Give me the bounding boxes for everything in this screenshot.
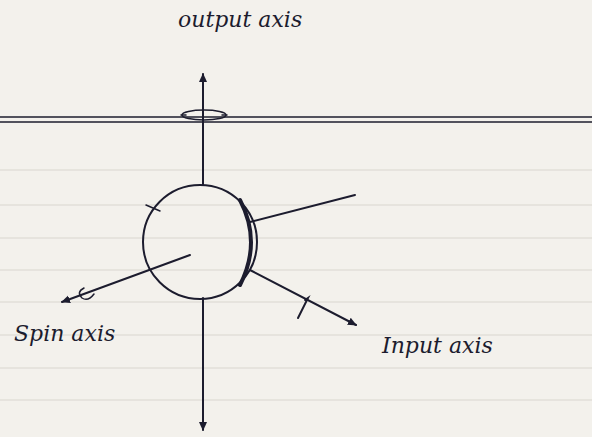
axis-label: output axis bbox=[178, 8, 302, 32]
rule-line bbox=[0, 121, 592, 123]
ruled-lines bbox=[0, 170, 592, 400]
spin-axis-line bbox=[62, 255, 190, 302]
rotor-shading bbox=[240, 200, 251, 285]
spin-arrow bbox=[79, 288, 94, 299]
axis-line bbox=[250, 195, 355, 222]
output-axis-line bbox=[202, 74, 204, 185]
rule-line bbox=[0, 116, 592, 118]
tick-mark bbox=[146, 205, 160, 211]
torque-arrow bbox=[298, 298, 308, 318]
rotation-arrow bbox=[182, 110, 226, 120]
axis-label: Input axis bbox=[382, 334, 493, 358]
rotation-arrow-heads bbox=[181, 114, 227, 116]
input-axis-line bbox=[250, 270, 356, 325]
axis-label: Spin axis bbox=[14, 322, 115, 346]
gyro-rotor bbox=[143, 185, 257, 299]
axis-line bbox=[202, 298, 204, 430]
